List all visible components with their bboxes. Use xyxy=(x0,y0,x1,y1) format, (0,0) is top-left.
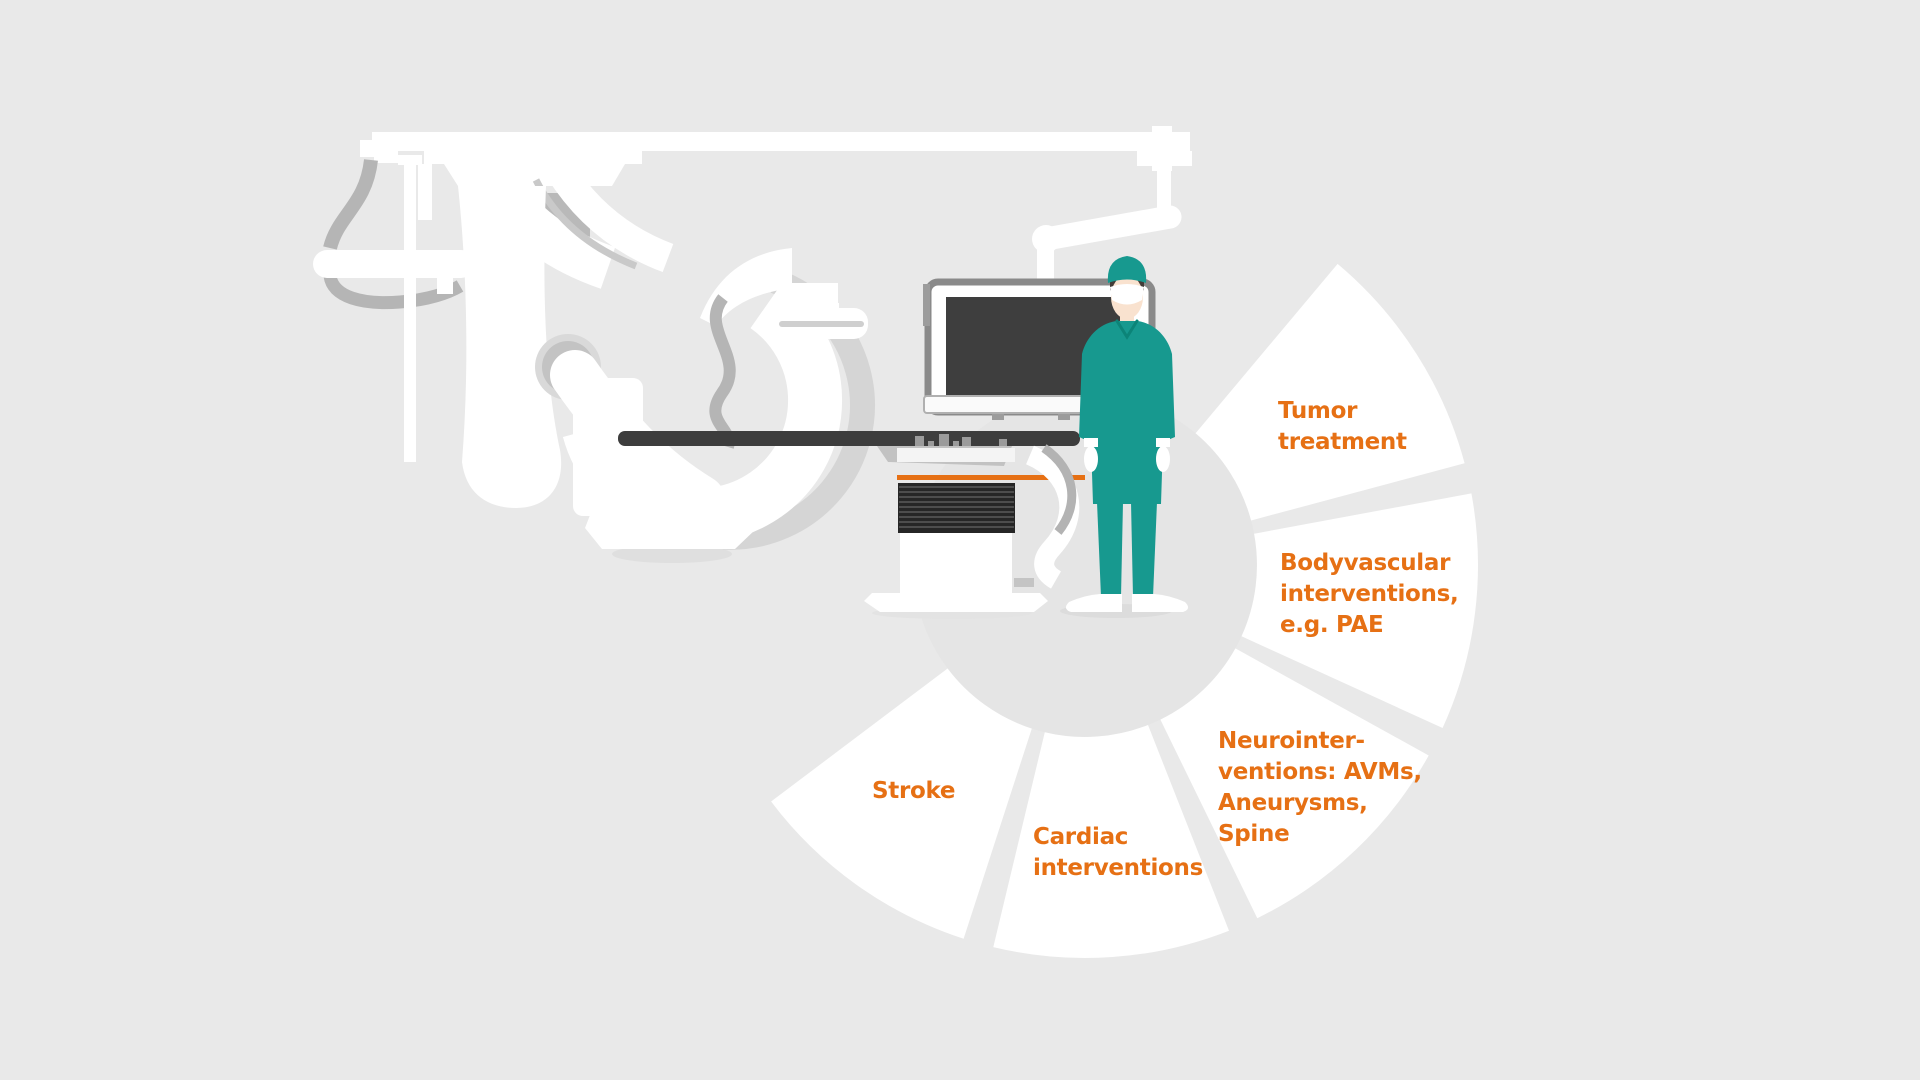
application-fan xyxy=(771,263,1478,958)
surgeon-mask xyxy=(1110,284,1144,305)
fan-segment-neurointerventions xyxy=(1160,648,1429,919)
accent-line xyxy=(897,475,1085,480)
surgeon-gown xyxy=(1079,321,1175,504)
fan-segment-tumor-treatment xyxy=(1195,263,1465,521)
cable-chain xyxy=(1025,444,1080,589)
fan-segment-cardiac-interventions xyxy=(993,725,1229,958)
robot-arm xyxy=(458,158,674,508)
surgeon-cap xyxy=(1107,256,1147,283)
table-pedestal xyxy=(864,446,1085,619)
surgeon-trousers xyxy=(1097,502,1123,597)
center-cable xyxy=(709,294,736,449)
detector-panel xyxy=(775,283,868,339)
surgeon-glove xyxy=(1084,446,1098,472)
pedestal-slats xyxy=(899,486,1014,528)
surgeon-shoes xyxy=(1065,594,1122,612)
table-control-buttons xyxy=(915,434,1007,449)
left-suspension xyxy=(313,155,475,462)
fan-segment-bodyvascular-interventions xyxy=(1241,493,1478,728)
fan-segment-stroke xyxy=(771,668,1032,939)
floor-stand xyxy=(573,378,757,563)
patient-table xyxy=(618,431,1080,449)
monitor-ceiling-mount xyxy=(1032,126,1192,291)
surgeon-collar xyxy=(1115,319,1139,340)
surgeon-figure xyxy=(1060,256,1189,618)
